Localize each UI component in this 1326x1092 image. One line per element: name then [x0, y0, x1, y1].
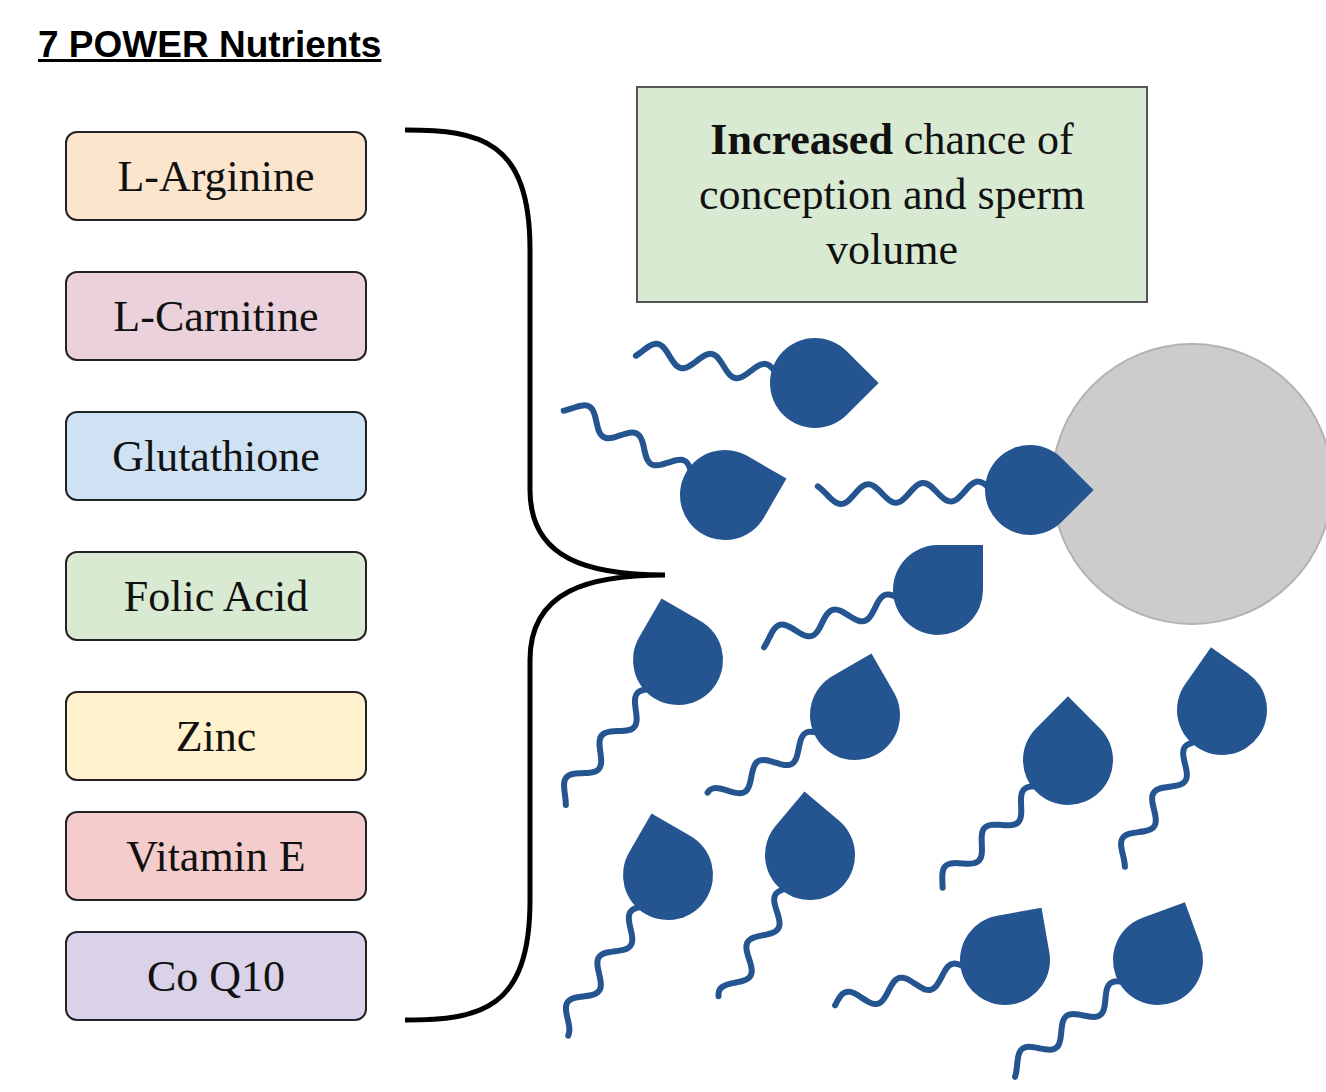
sperm-cell: [764, 545, 983, 647]
sperm-tail: [764, 594, 901, 647]
sperm-tail: [566, 906, 646, 1036]
sperm-cell: [566, 814, 730, 1036]
sperm-cell: [942, 696, 1131, 887]
sperm-tail: [564, 689, 653, 805]
sperm-tail: [818, 482, 992, 504]
egg-cell: [1052, 344, 1326, 624]
node-text: Glutathione: [112, 429, 320, 484]
sperm-head: [747, 792, 874, 919]
node-text: L-Carnitine: [113, 289, 318, 344]
sperm-head: [1159, 647, 1284, 772]
nutrient-box: Co Q10: [65, 931, 367, 1021]
node-text: Vitamin E: [126, 829, 305, 884]
nutrient-box: Glutathione: [65, 411, 367, 501]
sperm-tail: [564, 405, 692, 476]
sperm-head: [893, 545, 983, 635]
sperm-head: [966, 426, 1093, 553]
node-text: L-Arginine: [117, 149, 314, 204]
sperm-tail: [1015, 981, 1127, 1077]
node-text: Increased chance of conception and sperm…: [662, 112, 1122, 277]
sperm-tail: [636, 344, 778, 378]
sperm-cell: [564, 599, 739, 805]
nutrient-box: Zinc: [65, 691, 367, 781]
sperm-cell: [564, 405, 787, 556]
sperm-tail: [719, 888, 791, 996]
sperm-head: [1100, 902, 1215, 1017]
sperm-head: [617, 599, 740, 722]
sperm-cell: [818, 426, 1094, 553]
sperm-tail: [835, 964, 968, 1006]
nutrient-box: Vitamin E: [65, 811, 367, 901]
sperm-cell: [708, 654, 917, 794]
sperm-group: [818, 426, 1094, 553]
nutrient-box: L-Carnitine: [65, 271, 367, 361]
diagram-title: 7 POWER Nutrients: [38, 24, 381, 66]
sperm-head: [953, 908, 1057, 1012]
sperm-head: [794, 654, 917, 777]
sperm-tail: [942, 786, 1041, 887]
sperm-cell: [719, 792, 874, 997]
node-text: Zinc: [176, 709, 257, 764]
sperm-cell: [1121, 647, 1285, 866]
nutrient-box: Folic Acid: [65, 551, 367, 641]
sperm-cell: [636, 319, 879, 446]
sperm-head: [664, 434, 787, 557]
node-text: Folic Acid: [124, 569, 309, 624]
node-text: Co Q10: [147, 949, 285, 1004]
nutrient-box: L-Arginine: [65, 131, 367, 221]
sperm-head: [751, 319, 878, 446]
sperm-tail: [1121, 741, 1200, 866]
sperm-tail: [708, 732, 823, 793]
sperm-cell: [1015, 902, 1216, 1077]
sperm-head: [1004, 696, 1131, 823]
sperm-head: [607, 814, 730, 937]
result-box: Increased chance of conception and sperm…: [636, 86, 1148, 303]
sperm-cell: [835, 908, 1057, 1012]
